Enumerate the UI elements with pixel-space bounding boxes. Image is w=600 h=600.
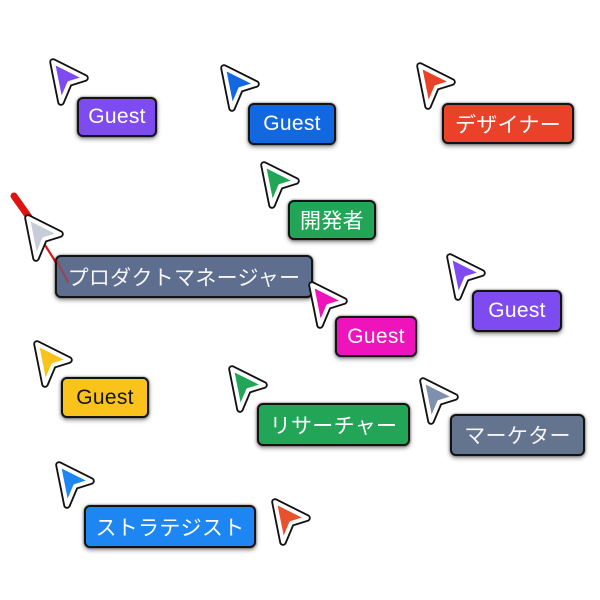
guest-magenta-label-badge: Guest xyxy=(335,316,417,357)
developer-label-badge: 開発者 xyxy=(288,200,376,240)
guest-blue-label-badge: Guest xyxy=(248,103,336,145)
researcher-label-badge: リサーチャー xyxy=(257,403,410,446)
marketer-label-badge: マーケター xyxy=(450,414,585,456)
anonymous-orange-cursor-icon xyxy=(271,498,311,546)
guest-purple-right-label-badge: Guest xyxy=(472,290,562,332)
strategist-cursor-icon xyxy=(55,461,95,509)
designer-label-badge: デザイナー xyxy=(442,103,574,144)
product-manager-label-badge: プロダクトマネージャー xyxy=(55,255,313,298)
guest-yellow-label-badge: Guest xyxy=(61,377,149,418)
guest-purple-top-label-badge: Guest xyxy=(77,97,157,137)
strategist-label-badge: ストラテジスト xyxy=(84,505,256,548)
